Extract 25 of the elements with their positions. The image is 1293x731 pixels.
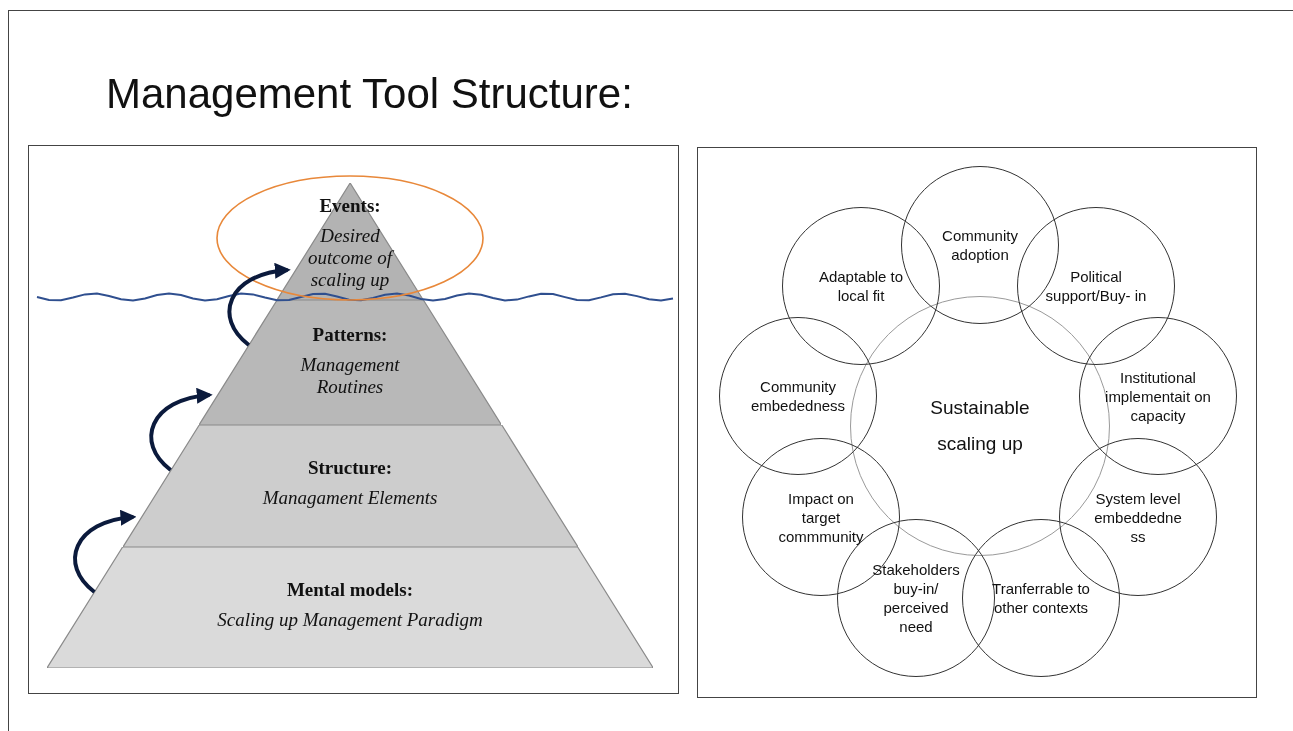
factor-label: Institutional implementait on capacity — [1104, 367, 1212, 425]
pyramid-tier — [46, 547, 654, 668]
slide-title: Management Tool Structure: — [106, 70, 633, 118]
factor-label: Political support/Buy- in — [1044, 267, 1148, 305]
factor-label: Tranferrable to other contexts — [991, 579, 1091, 617]
curved-arrow — [149, 388, 213, 472]
factor-label: System level embeddedne ss — [1093, 488, 1183, 546]
factor-label: Adaptable to local fit — [817, 267, 905, 305]
tier-heading: Structure: — [306, 457, 394, 479]
tier-description: Management Routines — [299, 354, 401, 398]
tier-heading: Mental models: — [285, 579, 415, 601]
pyramid-tier — [122, 425, 578, 547]
curved-arrow — [227, 263, 291, 347]
factor-label: Community adoption — [941, 226, 1019, 264]
curved-arrow — [73, 510, 137, 594]
pyramid-tier — [198, 300, 502, 425]
tier-description: Desired outcome of scaling up — [307, 225, 395, 291]
tier-description: Scaling up Management Paradigm — [216, 609, 484, 631]
tier-description: Managament Elements — [261, 487, 439, 509]
factor-label: Stakeholders buy-in/ perceived need — [871, 560, 961, 636]
factor-label: Community embededness — [749, 377, 847, 415]
center-label: Sustainable scaling up — [929, 396, 1031, 456]
tier-heading: Events: — [318, 195, 382, 217]
factor-label: Impact on target commmunity — [777, 488, 865, 546]
tier-heading: Patterns: — [311, 324, 389, 346]
